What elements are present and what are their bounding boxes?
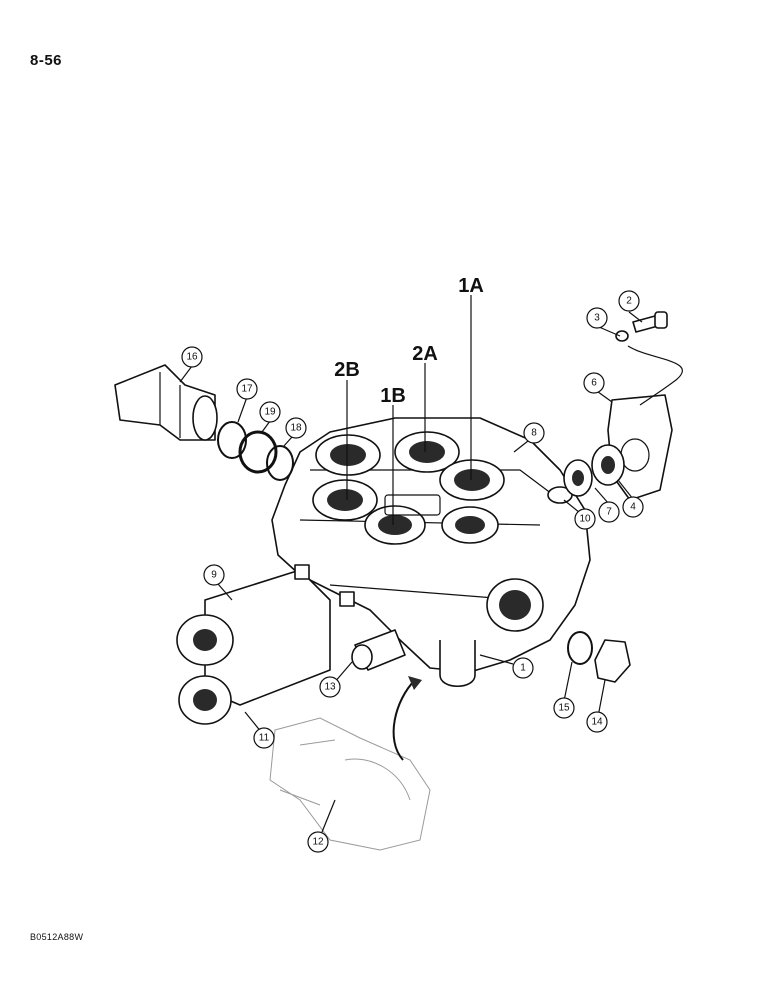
- callout-17: 17: [236, 378, 258, 400]
- callout-8: 8: [523, 422, 545, 444]
- svg-text:14: 14: [591, 717, 603, 728]
- port-label-2b: 2B: [334, 359, 360, 381]
- valve-body: [271, 417, 591, 687]
- svg-text:6: 6: [591, 378, 597, 389]
- svg-text:2: 2: [626, 296, 632, 307]
- svg-text:3: 3: [594, 313, 600, 324]
- callout-18: 18: [285, 417, 307, 439]
- callout-13: 13: [319, 676, 341, 698]
- svg-text:17: 17: [241, 384, 253, 395]
- callout-12: 12: [307, 831, 329, 853]
- svg-text:19: 19: [264, 407, 276, 418]
- callout-6: 6: [583, 372, 605, 394]
- solenoid-coil: [176, 564, 355, 725]
- adjusting-screw: [351, 629, 406, 671]
- svg-text:7: 7: [606, 507, 612, 518]
- callout-leaders: [179, 311, 643, 833]
- svg-text:12: 12: [312, 837, 324, 848]
- port-leaders: [346, 295, 472, 525]
- svg-text:15: 15: [558, 703, 570, 714]
- port-label-1b: 1B: [380, 385, 406, 407]
- svg-text:4: 4: [630, 502, 636, 513]
- callout-2: 2: [618, 290, 640, 312]
- figure-code: B0512A88W: [30, 932, 84, 942]
- callout-4: 4: [622, 496, 644, 518]
- screw-and-washer: [615, 311, 683, 406]
- end-seals: [563, 394, 673, 501]
- callout-11: 11: [253, 727, 275, 749]
- svg-text:18: 18: [290, 423, 302, 434]
- svg-text:9: 9: [211, 570, 217, 581]
- port-label-1a: 1A: [458, 275, 484, 297]
- fitting-16: [114, 364, 218, 441]
- svg-text:11: 11: [259, 733, 270, 744]
- svg-text:1: 1: [520, 663, 526, 674]
- page-number: 8-56: [30, 52, 63, 69]
- o-rings-left: [217, 421, 294, 481]
- callout-9: 9: [203, 564, 225, 586]
- callout-14: 14: [586, 711, 608, 733]
- callout-15: 15: [553, 697, 575, 719]
- assembly-arrow: [392, 676, 422, 761]
- svg-text:16: 16: [186, 352, 198, 363]
- callout-1: 1: [512, 657, 534, 679]
- svg-text:8: 8: [531, 428, 537, 439]
- callout-3: 3: [586, 307, 608, 329]
- mounting-bracket-outline: [269, 717, 431, 851]
- port-label-2a: 2A: [412, 343, 438, 365]
- callout-7: 7: [598, 501, 620, 523]
- plug-and-oring: [567, 631, 631, 683]
- callout-19: 19: [259, 401, 281, 423]
- callout-10: 10: [574, 508, 596, 530]
- callout-16: 16: [181, 346, 203, 368]
- svg-text:13: 13: [324, 682, 336, 693]
- svg-text:10: 10: [579, 514, 591, 525]
